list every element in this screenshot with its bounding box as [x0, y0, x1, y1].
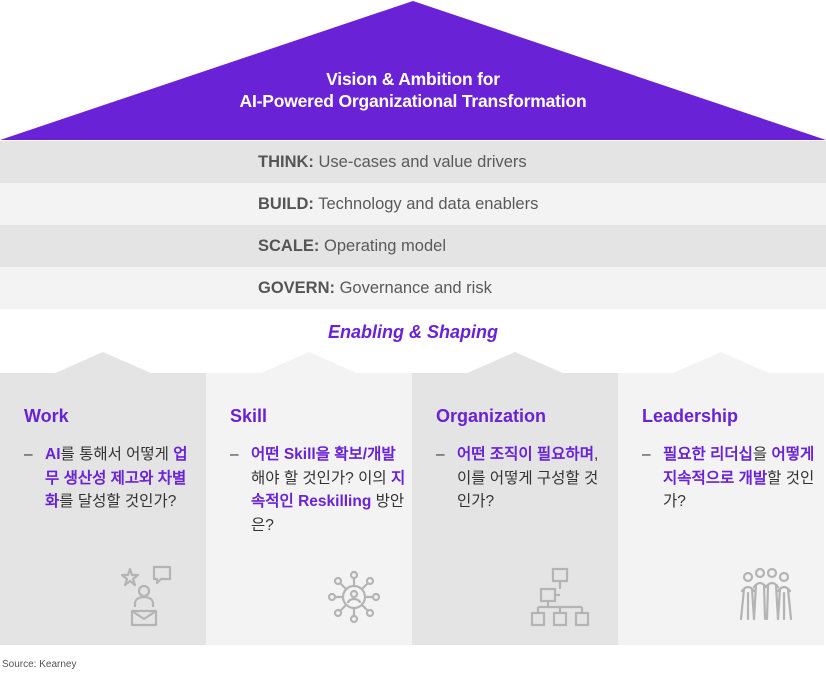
bullet-dash: – [642, 446, 651, 463]
bullet-dash: – [24, 446, 33, 463]
pillar-skill-title: Skill [230, 406, 268, 426]
pillar-organization-peak [465, 352, 565, 374]
pillar-skill: Skill – 어떤 Skill을 확보/개발해야 할 것인가? 이의 지속적인… [206, 373, 412, 645]
pillar-leadership-body: – 필요한 리더십을 어떻게 지속적으로 개발할 것인가? [642, 443, 818, 514]
layer-scale: SCALE: Operating model [0, 225, 826, 267]
pillar-work-title: Work [24, 406, 69, 426]
pillar-organization-seg2: , 이를 어떻게 구성할 것인가? [457, 446, 599, 510]
pillar-leadership-peak [671, 352, 771, 374]
pillar-leadership: Leadership – 필요한 리더십을 어떻게 지속적으로 개발할 것인가? [618, 373, 824, 645]
pillar-leadership-seg2: 을 [752, 446, 772, 463]
roof-title: Vision & Ambition for AI-Powered Organiz… [0, 68, 826, 112]
pillar-organization-title: Organization [436, 406, 547, 426]
layer-build-key: BUILD: [258, 195, 314, 213]
leadership-people-icon [739, 567, 793, 621]
pillar-work-seg4: 를 달성할 것인가? [59, 493, 177, 510]
pillar-leadership-seg3: 어떻게 지속적으로 개발 [663, 446, 815, 487]
pillar-organization-seg1: 어떤 조직이 필요하며 [457, 446, 594, 463]
pillar-leadership-seg4: 할 것인가? [663, 469, 815, 511]
layer-think: THINK: Use-cases and value drivers [0, 141, 826, 183]
source-note: Source: Kearney [2, 659, 77, 670]
enabling-shaping-label: Enabling & Shaping [328, 322, 498, 342]
pillar-organization: Organization – 어떤 조직이 필요하며, 이를 어떻게 구성할 것… [412, 373, 618, 645]
layer-build: BUILD: Technology and data enablers [0, 183, 826, 225]
bullet-dash: – [230, 446, 239, 463]
pillar-skill-body: – 어떤 Skill을 확보/개발해야 할 것인가? 이의 지속적인 Reski… [230, 443, 406, 537]
pillar-work-peak [53, 352, 153, 374]
layer-govern-key: GOVERN: [258, 279, 336, 297]
work-collaboration-icon [120, 565, 172, 627]
pillar-work-seg1: AI [45, 446, 61, 463]
pillar-skill-seg1: 어떤 Skill을 확보/개발 [251, 446, 396, 463]
pillar-work: Work – AI를 통해서 어떻게 업무 생산성 제고와 차별화를 달성할 것… [0, 373, 206, 645]
pillar-skill-peak [259, 352, 359, 374]
pillar-skill-seg3: 지속적인 Reskilling [251, 469, 406, 511]
pillar-work-body: – AI를 통해서 어떻게 업무 생산성 제고와 차별화를 달성할 것인가? [24, 443, 200, 514]
roof-title-line1: Vision & Ambition for [326, 69, 500, 89]
roof-title-line2: AI-Powered Organizational Transformation [239, 91, 587, 111]
layer-build-text: Technology and data enablers [313, 195, 539, 213]
roof-shape [0, 1, 826, 140]
bullet-dash: – [436, 446, 445, 463]
pillar-work-seg2: 를 통해서 어떻게 [60, 446, 174, 463]
layer-govern: GOVERN: Governance and risk [0, 267, 826, 309]
skill-network-icon [327, 570, 381, 624]
layer-scale-key: SCALE: [258, 237, 320, 255]
pillar-skill-seg4: 방안은? [251, 493, 405, 534]
layer-govern-text: Governance and risk [335, 279, 492, 297]
pillar-organization-body: – 어떤 조직이 필요하며, 이를 어떻게 구성할 것인가? [436, 443, 612, 514]
layer-think-text: Use-cases and value drivers [313, 153, 527, 171]
layer-scale-text: Operating model [319, 237, 446, 255]
pillar-skill-seg2: 해야 할 것인가? 이의 [251, 469, 391, 487]
layer-think-key: THINK: [258, 153, 314, 171]
pillar-leadership-title: Leadership [642, 406, 739, 426]
org-chart-icon [530, 567, 590, 627]
pillar-leadership-seg1: 필요한 리더십 [663, 446, 753, 463]
pillar-work-seg3: 업무 생산성 제고와 차별화 [45, 446, 188, 510]
